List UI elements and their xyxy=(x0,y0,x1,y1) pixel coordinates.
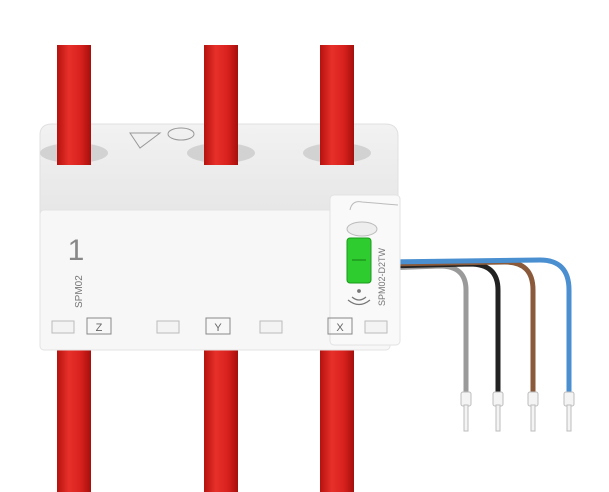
phase-label-y: Y xyxy=(214,322,222,334)
phase-labels: Z Y X xyxy=(86,317,353,335)
cable-y-bottom xyxy=(204,340,238,492)
model-label: SPM02 xyxy=(74,275,85,308)
side-model-label: SPM02-D2TW xyxy=(377,247,387,306)
cable-x-top xyxy=(320,45,354,165)
cable-z-bottom xyxy=(57,340,91,492)
cable-z-top xyxy=(57,45,91,165)
wifi-signal-icon xyxy=(347,289,371,306)
wire-black xyxy=(382,261,501,398)
wire-blue xyxy=(382,257,572,398)
wire-brown xyxy=(382,259,536,398)
terminal-slots xyxy=(51,320,388,334)
phase-label-x: X xyxy=(336,322,344,334)
phase-label-z: Z xyxy=(96,322,103,334)
top-cables xyxy=(57,45,354,165)
signal-wires xyxy=(382,257,575,432)
cable-x-bottom xyxy=(320,340,354,492)
channel-number: 1 xyxy=(68,234,85,267)
wire-ferrules xyxy=(460,391,575,432)
cable-y-top xyxy=(204,45,238,165)
bottom-cables xyxy=(57,340,354,492)
